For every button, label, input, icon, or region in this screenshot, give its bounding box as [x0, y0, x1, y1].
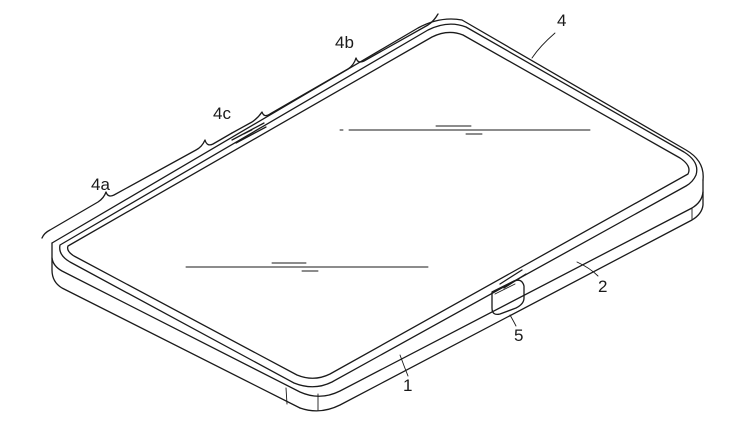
hinge-gap: [231, 122, 267, 144]
side-button: [491, 279, 525, 316]
label-frame-front: 1: [403, 376, 412, 395]
label-panel-b: 4b: [335, 33, 354, 52]
label-button: 5: [514, 326, 523, 345]
label-panel-a: 4a: [91, 175, 110, 194]
leader-lines: [399, 32, 599, 377]
label-frame-side: 2: [598, 277, 607, 296]
label-hinge: 4c: [213, 104, 231, 123]
reference-labels: 4 4b 4c 4a 2 5 1: [91, 11, 607, 395]
device-body: [51, 18, 704, 412]
label-screen: 4: [557, 11, 566, 30]
screen-bezel: [59, 23, 698, 388]
screen-reflection-marks: [185, 125, 591, 272]
dimension-bracket: [41, 13, 439, 239]
